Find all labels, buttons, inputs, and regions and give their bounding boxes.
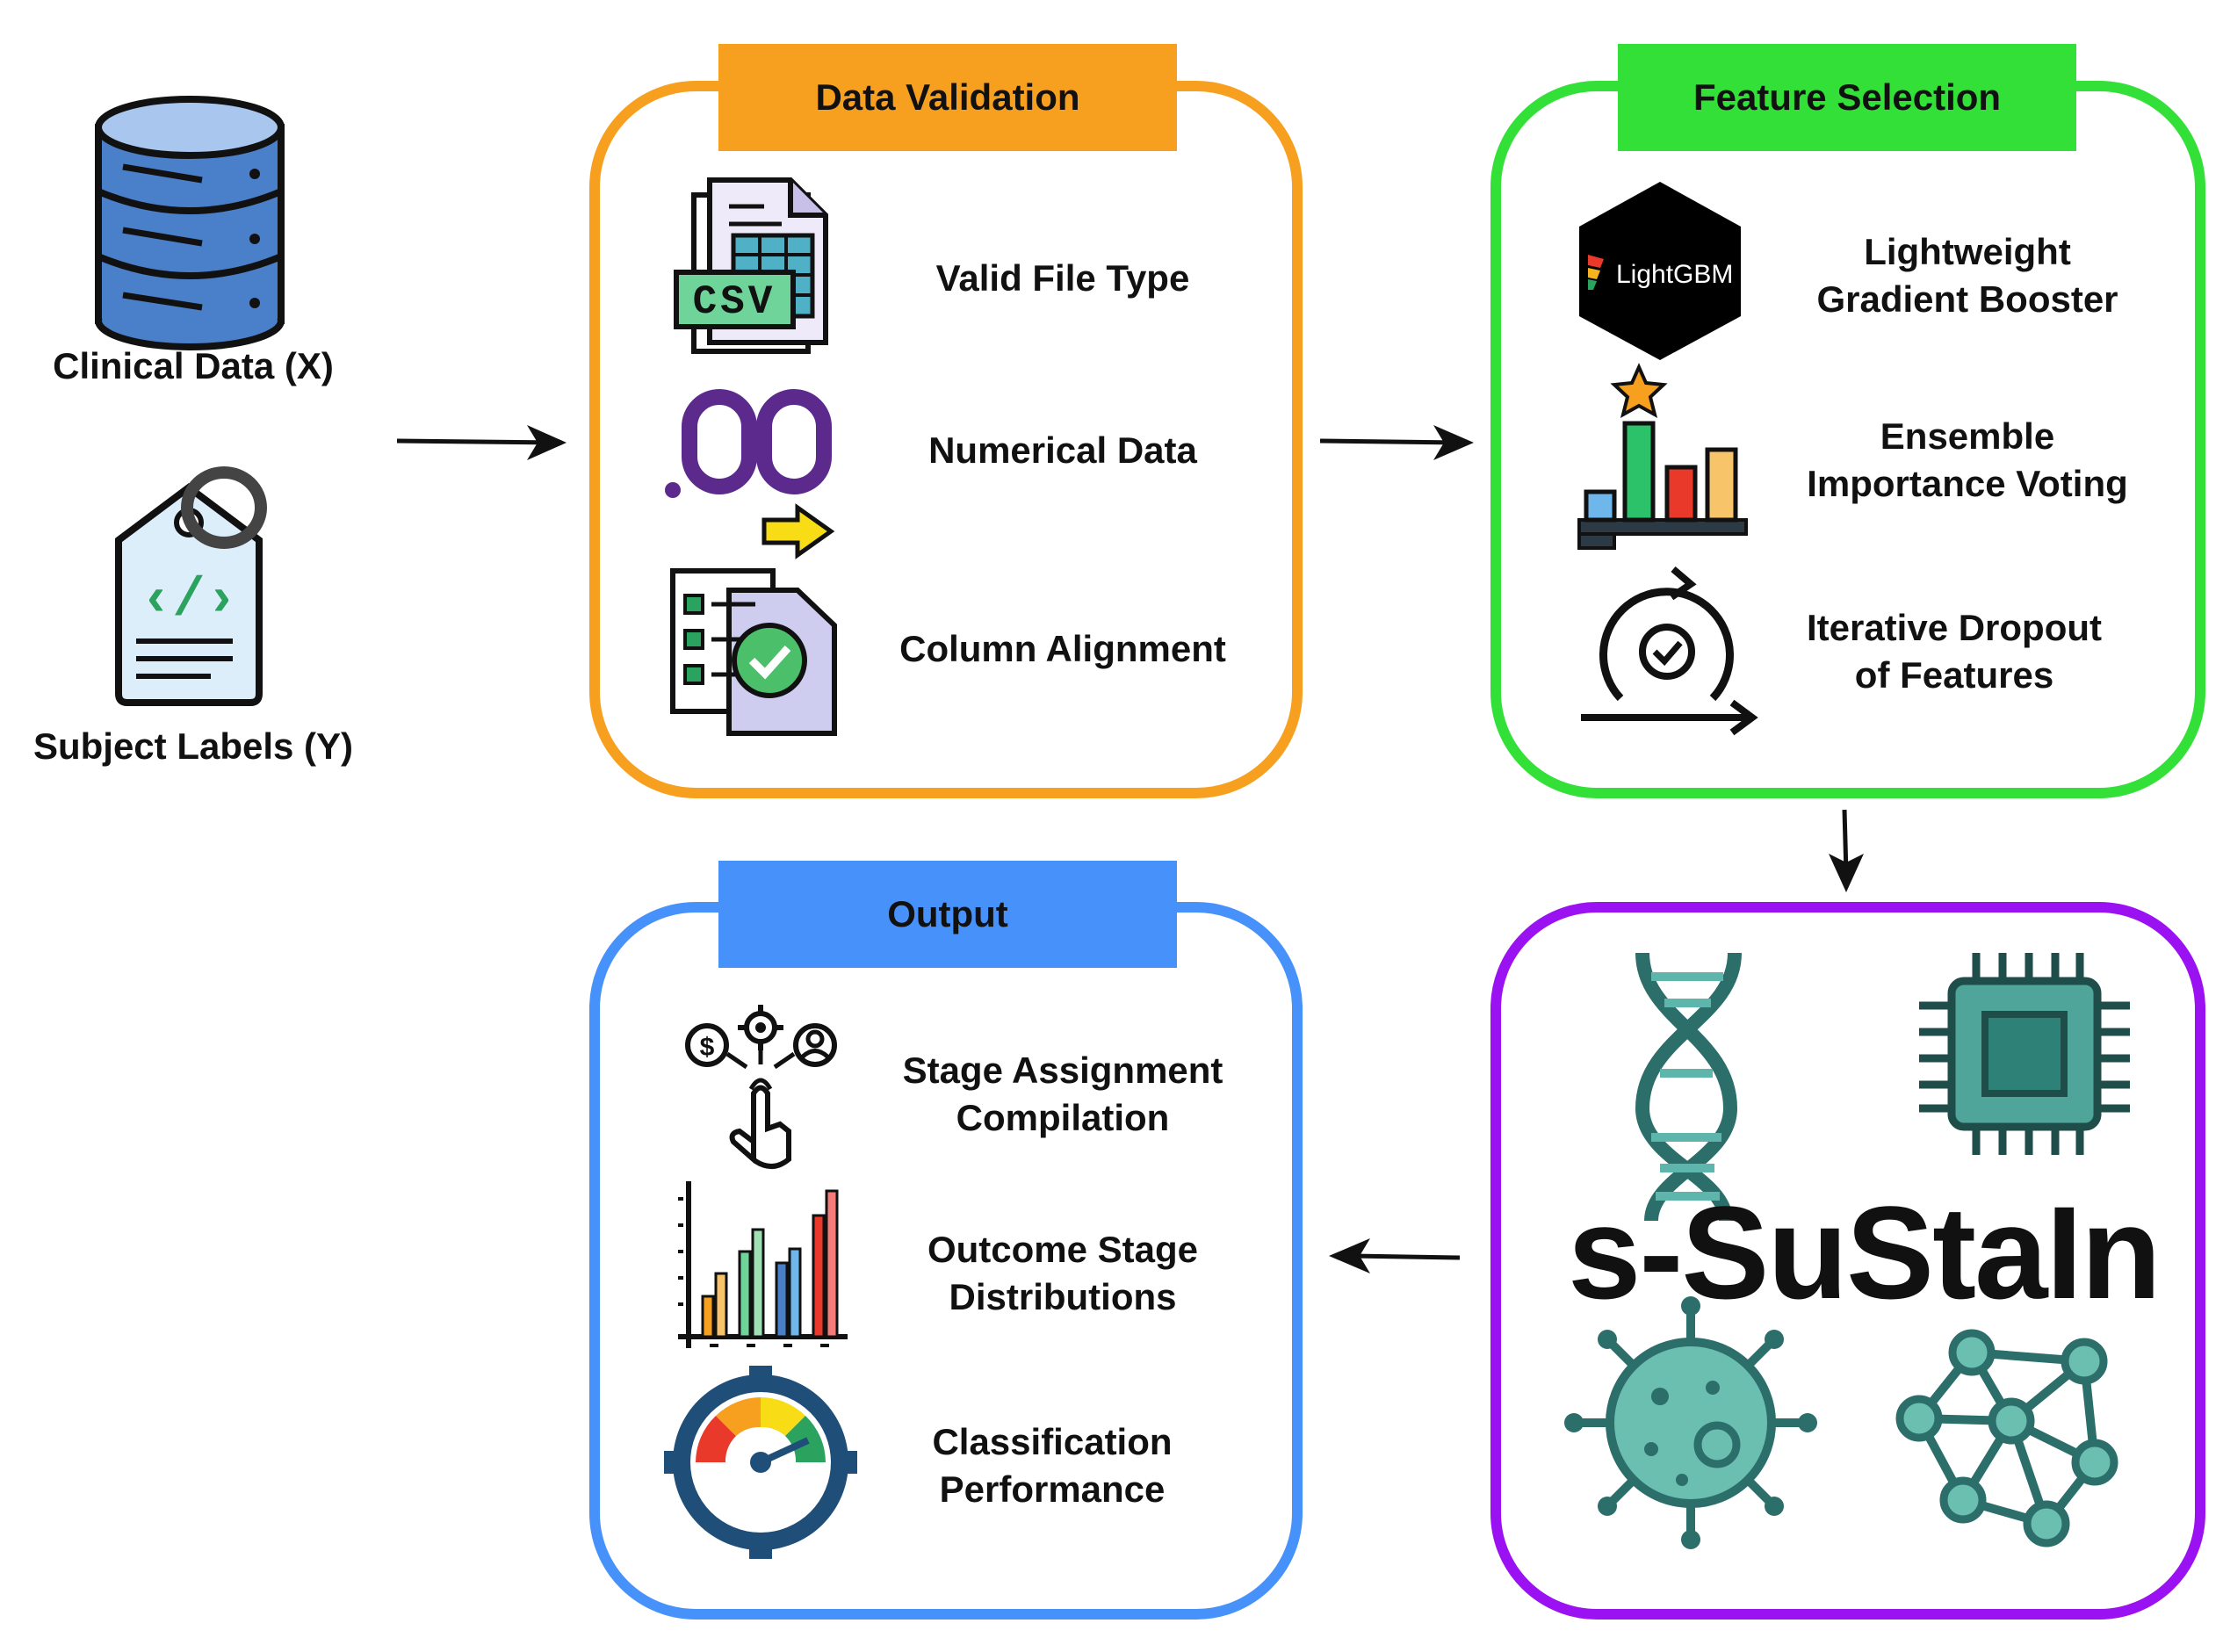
ensemble-importance-voting-line-2: Importance Voting [1807,463,2128,504]
checked-document-icon [670,568,837,736]
lightweight-gradient-booster-label: Lightweight Gradient Booster [1774,228,2161,323]
subject-labels-label: Subject Labels (Y) [32,725,354,767]
valid-file-type-label: Valid File Type [935,257,1190,299]
s-sustain-title: s-SuStaIn [1568,1179,2162,1326]
chip-icon [1919,953,2130,1155]
csv-badge-text: CSV [693,279,776,325]
outcome-stage-line-2: Distributions [949,1276,1177,1317]
virus-icon [1564,1296,1817,1549]
feature-selection-header-bg [1618,44,2076,151]
iterative-dropout-label: Iterative Dropout of Features [1761,604,2147,699]
dna-icon [1635,952,1742,1222]
data-validation-header-bg [718,44,1177,151]
outcome-stage-distributions-label: Outcome Stage Distributions [870,1226,1256,1321]
outcome-stage-line-1: Outcome Stage [927,1229,1199,1270]
csv-file-icon: CSV [674,177,828,354]
iterative-dropout-line-2: of Features [1854,654,2054,696]
arrow-sustain-to-output [1352,1253,1461,1260]
svg-text:$: $ [700,1033,715,1062]
classification-performance-line-1: Classification [932,1421,1173,1462]
stage-assignment-line-2: Compilation [956,1097,1170,1138]
stage-assignment-line-1: Stage Assignment [902,1050,1223,1091]
label-tag-icon: ‹/› [115,466,267,706]
network-icon [1895,1329,2118,1547]
classification-performance-label: Classification Performance [859,1418,1245,1513]
arrow-inputs-to-validation [396,437,564,447]
clinical-data-label: Clinical Data (X) [53,345,334,386]
numerical-data-label: Numerical Data [928,429,1197,471]
arrow-sustain-to-output-head [1329,1238,1370,1273]
stage-assignment-label: Stage Assignment Compilation [870,1047,1256,1142]
gauge-icon [664,1366,857,1559]
bar-chart-star-icon [1577,363,1748,550]
arrow-features-to-sustain-head [1829,854,1864,892]
output-title: Output [887,893,1008,934]
lightweight-gradient-booster-line-2: Gradient Booster [1816,278,2118,320]
lightgbm-hexagon-icon: LightGBM [1579,182,1741,360]
ensemble-importance-voting-line-1: Ensemble [1880,415,2055,457]
feature-selection-title: Feature Selection [1693,76,2002,118]
svg-text:‹/›: ‹/› [140,569,238,631]
iterative-dropout-line-1: Iterative Dropout [1806,607,2103,648]
decimal-number-icon [665,389,835,559]
arrow-validation-to-features-head [1433,425,1474,460]
data-validation-title: Data Validation [815,76,1080,118]
iterate-check-icon [1581,566,1758,736]
lightweight-gradient-booster-line-1: Lightweight [1864,231,2071,272]
lightgbm-logo-text: LightGBM [1616,260,1733,289]
hand-select-icon: $ [685,1005,837,1169]
column-alignment-label: Column Alignment [899,628,1226,669]
arrow-inputs-to-validation-head [527,425,567,460]
ensemble-importance-voting-label: Ensemble Importance Voting [1774,413,2161,508]
arrow-validation-to-features [1319,438,1461,445]
histogram-icon [678,1181,848,1348]
s-sustain-panel [1490,902,2205,1620]
classification-performance-line-2: Performance [939,1468,1166,1510]
output-header-bg [718,861,1177,968]
database-icon [95,96,285,350]
